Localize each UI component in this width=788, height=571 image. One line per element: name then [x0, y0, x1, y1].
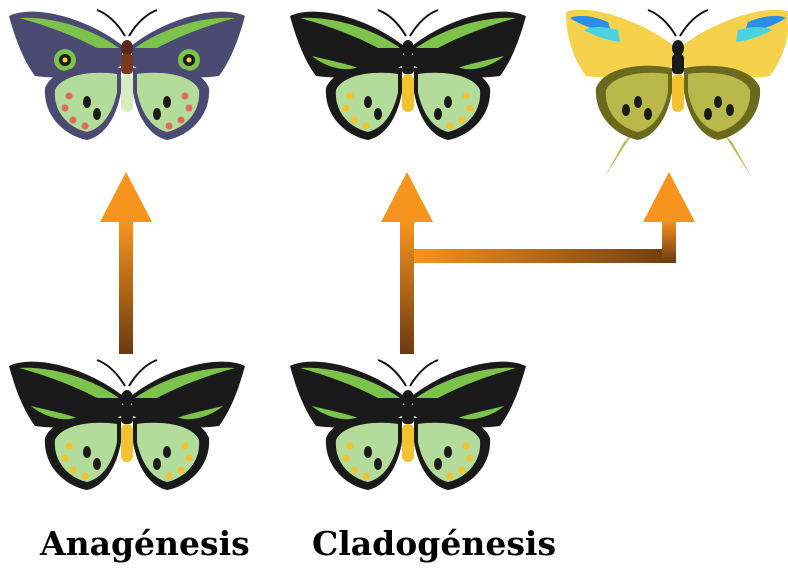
butterfly-unchanged-lineage — [290, 10, 526, 140]
butterfly-ancestral-cladogenesis — [290, 360, 526, 490]
cladogenesis-caption: Cladogénesis — [312, 524, 556, 564]
butterfly-new-species — [566, 10, 788, 178]
anagenesis-caption: Anagénesis — [40, 524, 250, 564]
branching-arrow-icon — [381, 172, 695, 354]
arrow-up-icon — [100, 172, 152, 354]
butterfly-evolved-anagenesis — [9, 10, 245, 140]
butterfly-ancestral-anagenesis — [9, 360, 245, 490]
